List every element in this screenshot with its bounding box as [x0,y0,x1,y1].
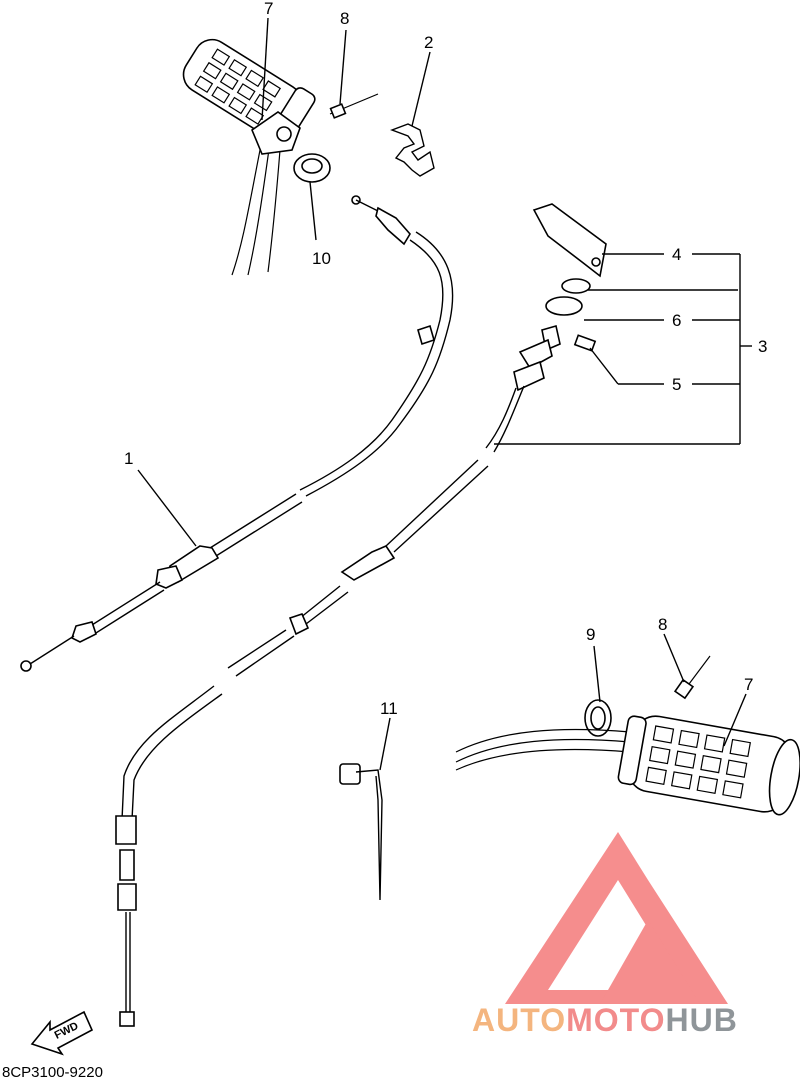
watermark-auto: AUTO [472,1002,567,1038]
leader-lines [137,17,752,771]
watermark-text: AUTOMOTOHUB [472,1002,738,1039]
callout-3: 3 [758,337,767,356]
callout-5: 5 [672,375,681,394]
right-grip [455,715,800,816]
callout-7-bottom: 7 [744,675,753,694]
callout-8-top: 8 [340,9,349,28]
part-1-cable [20,195,454,672]
callout-9: 9 [586,625,595,644]
callout-2: 2 [424,33,433,52]
watermark-logo [505,832,728,1004]
diagram-code: 8CP3100-9220 [2,1064,103,1081]
callout-numbers: 7 8 2 10 4 6 3 5 1 9 8 7 11 [124,0,767,718]
callout-6: 6 [672,311,681,330]
callout-11: 11 [380,699,398,718]
part-2-clip [390,123,435,177]
part-9-ring [584,699,612,737]
part-10-ring [293,153,331,183]
watermark-moto: MOTO [566,1002,666,1038]
fwd-arrow: FWD [30,1010,94,1056]
left-grip [182,38,316,276]
callout-8-bottom: 8 [658,615,667,634]
part-3-cable-assembly [115,203,607,1027]
callout-7-top: 7 [264,0,273,18]
part-8-screw-top [329,93,379,119]
callout-1: 1 [124,449,133,468]
part-8-screw-bottom [673,655,711,700]
part-11-strap [339,763,383,901]
watermark-hub: HUB [665,1002,738,1038]
callout-4: 4 [672,245,681,264]
callout-10: 10 [312,249,331,268]
